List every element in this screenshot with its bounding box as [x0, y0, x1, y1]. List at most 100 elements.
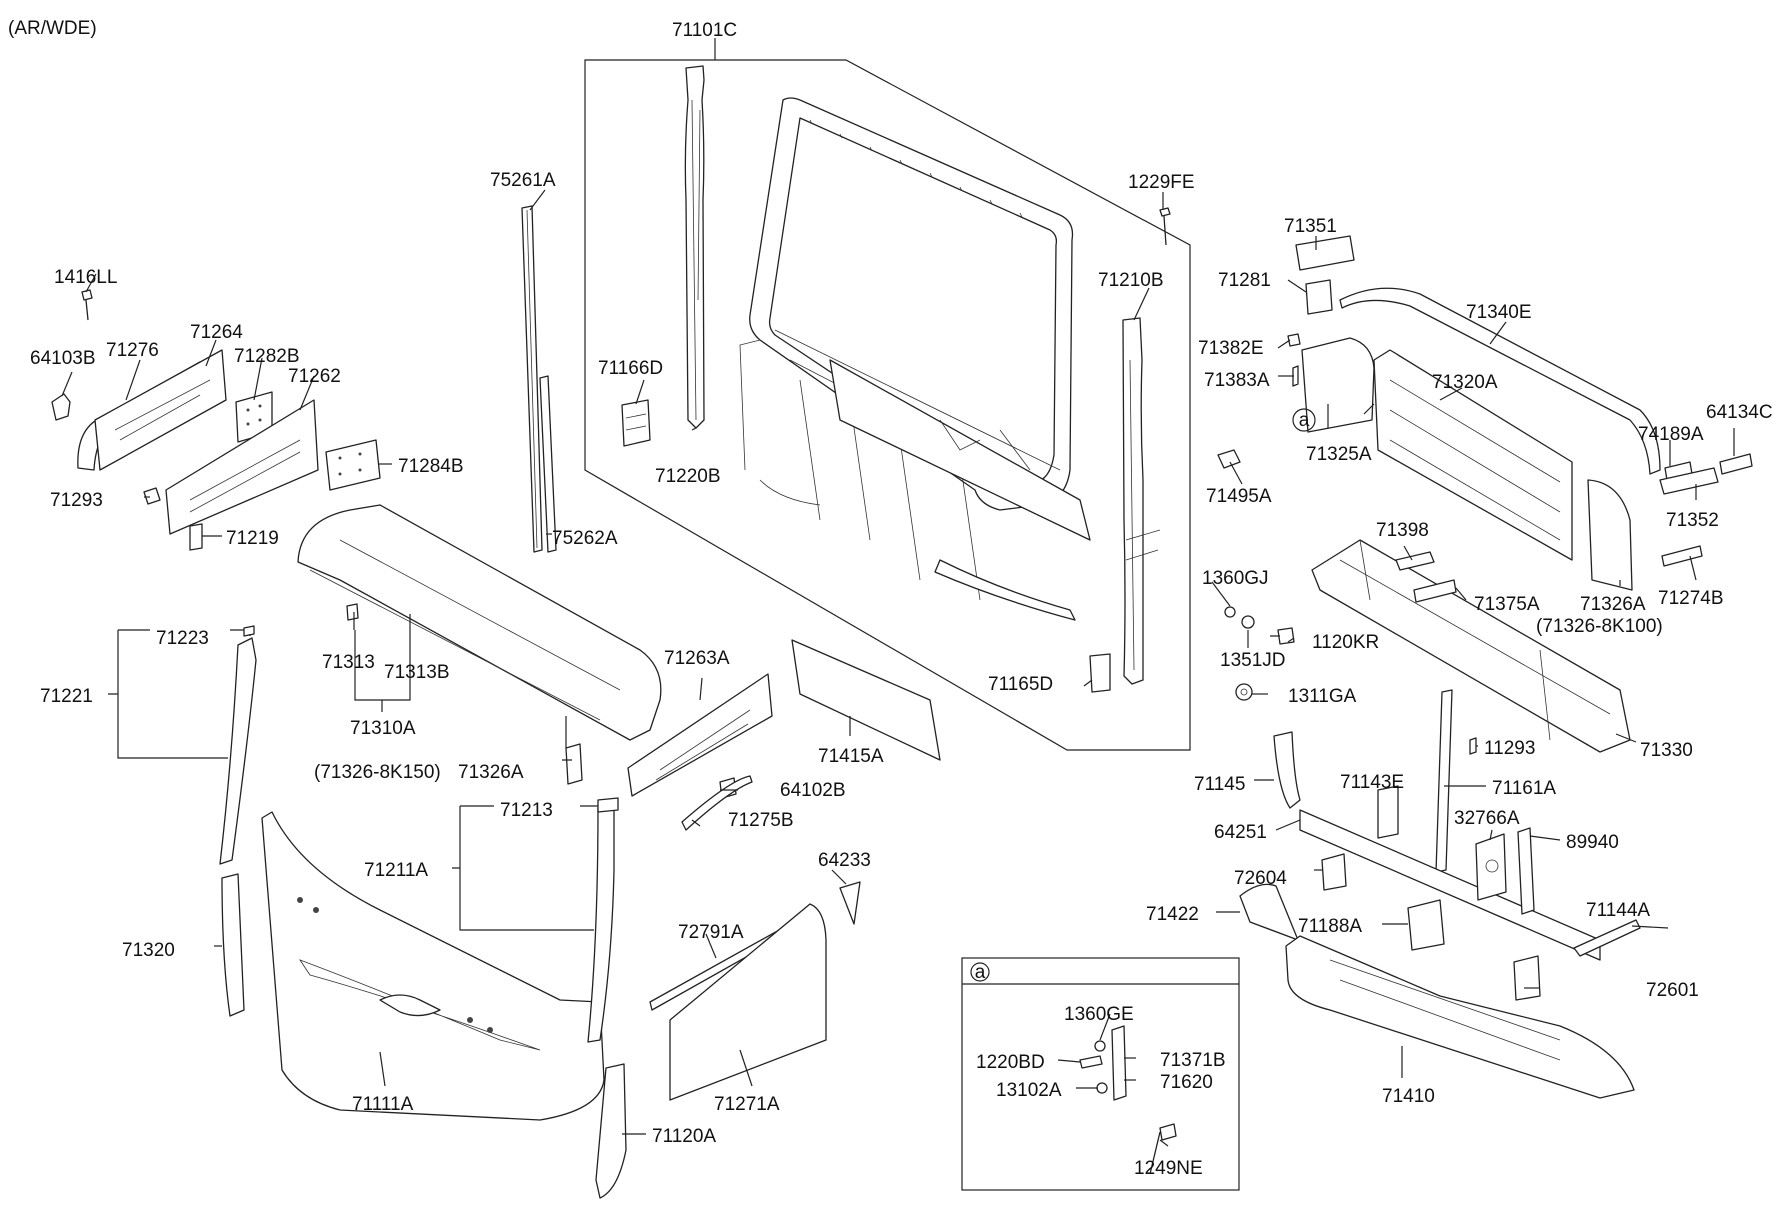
part-71213-cap	[597, 797, 619, 813]
part-drawings	[51, 59, 1753, 1199]
part-71219-pad	[189, 523, 203, 551]
part-71263A-trim	[627, 673, 773, 797]
part-32766A-bracket	[1475, 833, 1507, 901]
part-71325A-panel	[1301, 337, 1375, 433]
callout-71375A: 71375A	[1474, 594, 1540, 615]
callout-11293: 11293	[1484, 738, 1535, 759]
part-71161A-strut	[1435, 689, 1453, 873]
callout-64251: 64251	[1214, 822, 1267, 843]
callout-72604: 72604	[1234, 868, 1287, 889]
part-71264-trim	[94, 349, 227, 471]
part-71415A-panel	[791, 639, 941, 761]
callout-32766A: 32766A	[1454, 808, 1520, 829]
part-71165D-bracket	[1089, 653, 1111, 693]
marker-a-label: a	[1299, 410, 1310, 431]
callout-89940: 89940	[1566, 832, 1619, 853]
callout-71274B: 71274B	[1658, 588, 1724, 609]
part-71320A-panel	[1373, 349, 1573, 561]
detail-box-a: a	[961, 957, 1240, 1191]
part-71351-bracket	[1295, 235, 1355, 271]
callout-71340E: 71340E	[1466, 302, 1532, 323]
callout-71415A: 71415A	[818, 746, 884, 767]
callout-71101C: 71101C	[672, 20, 737, 41]
part-71271A-panel	[669, 903, 827, 1101]
callout-71382E: 71382E	[1198, 338, 1264, 359]
detail-frame	[961, 957, 1240, 1191]
callout-64102B: 64102B	[780, 780, 846, 801]
callout-71320: 71320	[122, 940, 175, 961]
callout-71383A: 71383A	[1204, 370, 1270, 391]
callout-71398: 71398	[1376, 520, 1429, 541]
callout-71326A-left: 71326A	[458, 762, 524, 783]
callout-71620: 71620	[1160, 1072, 1213, 1093]
detail-marker-circle	[970, 962, 990, 982]
part-71340E-trim	[1339, 287, 1661, 475]
part-71211A-pillar	[587, 805, 615, 1043]
callout-71120A: 71120A	[652, 1126, 716, 1147]
callout-71211A: 71211A	[364, 860, 428, 881]
part-71223-clip	[243, 625, 255, 637]
part-71371B-bracket	[1111, 1025, 1127, 1101]
callout-71325A: 71325A	[1306, 444, 1372, 465]
part-64233-pad	[839, 881, 861, 925]
part-1360GJ-nut	[1224, 606, 1236, 618]
callout-71143E: 71143E	[1340, 772, 1404, 793]
callout-75262A: 75262A	[552, 528, 618, 549]
callout-71161A: 71161A	[1492, 778, 1556, 799]
part-71281-plate	[1305, 279, 1333, 315]
callout-71371B: 71371B	[1160, 1050, 1226, 1071]
callout-71284B: 71284B	[398, 456, 464, 477]
part-1360GE-nut	[1094, 1040, 1106, 1052]
part-71120A-trim	[595, 1063, 627, 1199]
callout-71326-8K100: (71326-8K100)	[1536, 616, 1663, 637]
part-71326A-right	[1587, 479, 1633, 591]
part-71274B-pad	[1661, 545, 1703, 567]
callout-1120KR: 1120KR	[1312, 632, 1379, 653]
callout-labels: (AR/WDE) 71101C 75261A 1229FE 71351 1416…	[8, 18, 1772, 1179]
callout-1249NE: 1249NE	[1134, 1158, 1203, 1179]
part-71144A-bracket	[1573, 919, 1641, 957]
part-64103B-cap	[51, 393, 71, 421]
part-71143E-pad	[1377, 785, 1399, 839]
callout-1360GJ: 1360GJ	[1202, 568, 1269, 589]
part-71398-pad	[1395, 551, 1435, 571]
callout-71144A: 71144A	[1586, 900, 1650, 921]
callout-71422: 71422	[1146, 904, 1199, 925]
part-71284B-plate	[325, 439, 381, 491]
part-71188A-plate	[1407, 899, 1445, 951]
part-1249NE-bolt	[1149, 1123, 1177, 1175]
callout-71276: 71276	[106, 340, 159, 361]
part-1351JD-washer	[1241, 615, 1255, 629]
part-71166D-bracket	[621, 399, 651, 447]
callout-1351JD: 1351JD	[1220, 650, 1286, 671]
callout-71145: 71145	[1194, 774, 1245, 795]
part-71375A-pad	[1413, 579, 1457, 603]
part-71313-clip	[346, 603, 359, 621]
part-71383A-pin	[1292, 365, 1299, 387]
part-1311GA-nut	[1235, 683, 1253, 701]
callout-71320A: 71320A	[1432, 372, 1498, 393]
callout-71352: 71352	[1666, 510, 1719, 531]
part-75262A-strip	[539, 375, 557, 553]
callout-71330: 71330	[1640, 740, 1693, 761]
callout-71221: 71221	[40, 686, 93, 707]
callout-71313: 71313	[322, 652, 375, 673]
callout-71293: 71293	[50, 490, 103, 511]
callout-13102A: 13102A	[996, 1080, 1062, 1101]
part-64134C-cap	[1719, 453, 1753, 475]
part-71220B-pillar	[684, 65, 705, 429]
callout-71111A: 71111A	[352, 1094, 414, 1115]
callout-71410: 71410	[1382, 1086, 1435, 1107]
part-71262-trim	[165, 399, 319, 535]
part-1120KR-bolt	[1270, 627, 1295, 645]
callout-71351: 71351	[1284, 216, 1337, 237]
callout-64233: 64233	[818, 850, 871, 871]
part-72604-pad	[1321, 853, 1347, 891]
frame-group-outline	[584, 59, 1191, 751]
callout-71219: 71219	[226, 528, 279, 549]
callout-71310A: 71310A	[350, 718, 416, 739]
callout-74189A: 74189A	[1638, 424, 1704, 445]
callout-1229FE: 1229FE	[1128, 172, 1195, 193]
callout-71166D: 71166D	[598, 358, 663, 379]
part-71101C-window-frame	[739, 97, 1091, 621]
